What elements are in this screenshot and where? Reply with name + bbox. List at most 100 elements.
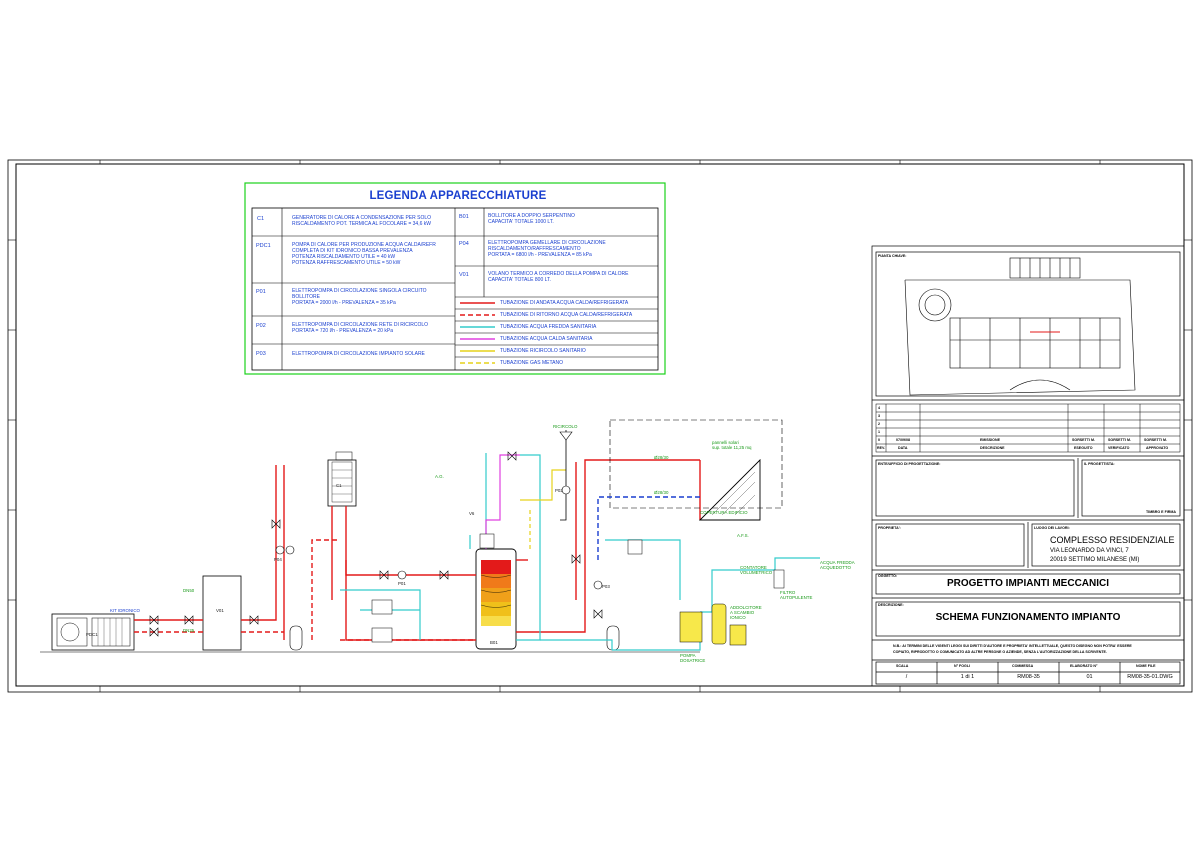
label-p02: P02 (555, 488, 563, 493)
descrizione-value: SCHEMA FUNZIONAMENTO IMPIANTO (935, 612, 1121, 623)
pianta-chiave-label: PIANTA CHIAVE: (878, 254, 907, 258)
rev-header-verificato: VERIFICATO (1108, 446, 1130, 450)
rev-header-eseguito: ESEGUITO (1074, 446, 1093, 450)
footer-elaborato-value: 01 (1086, 674, 1093, 680)
legend-code-p04: P04 (459, 241, 469, 247)
legend-code-pdc1: PDC1 (256, 243, 271, 249)
solar-area (609, 419, 783, 509)
footer-scala-label: SCALA (896, 664, 909, 668)
label-c1: C1 (336, 483, 342, 488)
label-ag: A.G. (435, 474, 444, 479)
legend-title: LEGENDA APPARECCHIATURE (369, 190, 547, 202)
pipe-acqua-calda (485, 454, 520, 549)
rev-row-4: 4 (878, 406, 880, 410)
legend-grid (252, 208, 658, 370)
label-kit: KIT IDRONICO (110, 608, 140, 613)
legend-line-label-andata: TUBAZIONE DI ANDATA ACQUA CALDA/REFRIGER… (500, 300, 629, 306)
legend-line-label-ricircolo: TUBAZIONE RICIRCOLO SANITARIO (500, 348, 586, 354)
legend-code-v01: V01 (459, 272, 469, 278)
label-dn-solar1: Ø28/30 (654, 455, 669, 460)
via: VIA LEONARDO DA VINCI, 7 (1050, 548, 1129, 554)
label-b01: B01 (490, 640, 498, 645)
label-pompa-dosatrice: POMPA DOSATRICE (680, 653, 706, 663)
label-pdc: PDC1 (86, 632, 98, 637)
label-dn2: DN25 (183, 628, 195, 633)
border-ticks (8, 160, 1192, 692)
label-acqua-fredda: ACQUA FREDDA ACQUEDOTTO (820, 560, 855, 570)
rev-header-descrizione: DESCRIZIONE (980, 446, 1005, 450)
descrizione-label: DESCRIZIONE: (878, 603, 904, 607)
valves (149, 451, 603, 637)
legend-line-label-calda: TUBAZIONE ACQUA CALDA SANITARIA (500, 336, 593, 342)
label-v01: V01 (216, 608, 224, 613)
legend-frame (244, 182, 666, 375)
ente-label: ENTE/UFFICIO DI PROGETTAZIONE: (878, 462, 941, 466)
timbro-label: TIMBRO E FIRMA (1146, 510, 1176, 514)
legend-text-p03: ELETTROPOMPA DI CIRCOLAZIONE IMPIANTO SO… (292, 351, 425, 357)
rev-header-data: DATA (898, 446, 908, 450)
pipe-gas (560, 430, 567, 521)
rev0-descrizione: EMISSIONE (980, 438, 1000, 442)
rev0-approvato: SORSETTI M. (1144, 438, 1167, 442)
rev-header-rev: REV. (877, 446, 886, 450)
pump-p04 (275, 545, 295, 555)
rev-row-3: 3 (878, 414, 880, 418)
rev0-data: 07/09/08 (896, 438, 910, 442)
bollitore-b01 (475, 548, 517, 650)
oggetto-value: PROGETTO IMPIANTI MECCANICI (946, 578, 1110, 589)
legend-code-b01: B01 (459, 214, 469, 220)
oggetto-label: OGGETTO: (878, 574, 898, 578)
legend-line-label-ritorno: TUBAZIONE DI RITORNO ACQUA CALDA/REFRIGE… (500, 312, 633, 318)
legend-text-v01: VOLANO TERMICO A CORREDO DELLA POMPA DI … (488, 271, 629, 283)
progettista-label: IL PROGETTISTA: (1084, 462, 1115, 466)
legend-line-label-fredda: TUBAZIONE ACQUA FREDDA SANITARIA (500, 324, 597, 330)
volano-tank (202, 575, 242, 651)
legend-text-b01: BOLLITORE A DOPPIO SERPENTINO CAPACITA' … (488, 213, 575, 225)
legend-code-p03: P03 (256, 351, 266, 357)
label-dn-solar2: Ø28/30 (654, 490, 669, 495)
pipe-solar-return (597, 496, 700, 560)
pdc-unit (51, 613, 135, 651)
label-p04: P04 (274, 557, 282, 562)
label-contatore: CONTATORE VOLUMETRICO (740, 565, 773, 575)
pipe-ricircolo (520, 469, 566, 501)
ricircolo-symbol (559, 431, 573, 441)
legend-text-pdc1: POMPA DI CALORE PER PRODUZIONE ACQUA CAL… (292, 242, 436, 266)
rev-header-approvato: APPROVATO (1146, 446, 1169, 450)
rev0-eseguito: SORSETTI M. (1072, 438, 1095, 442)
legend-line-label-gas: TUBAZIONE GAS METANO (500, 360, 563, 366)
footer-fogli-label: N° FOGLI (954, 664, 971, 668)
label-p03: P03 (602, 584, 610, 589)
footer-elaborato-label: ELABORATO N° (1070, 664, 1098, 668)
expansion-vessel-1 (289, 625, 303, 651)
pump-p02 (561, 485, 571, 495)
proprieta-label: PROPRIETA': (878, 526, 901, 530)
outer-border (7, 159, 1193, 693)
rev-row-0: 0 (878, 438, 880, 442)
expansion-vessel-2 (606, 625, 620, 651)
footer-nome-file-label: NOME FILE (1136, 664, 1156, 668)
footer-scala-value: / (905, 674, 908, 680)
label-dn1: DN50 (183, 588, 195, 593)
pump-p01 (397, 570, 407, 580)
luogo-label: LUOGO DEI LAVORI: (1034, 526, 1070, 530)
legend-text-p02: ELETTROPOMPA DI CIRCOLAZIONE RETE DI RIC… (292, 322, 429, 334)
legend-code-p02: P02 (256, 323, 266, 329)
label-afs: A.F.S. (737, 533, 749, 538)
footer-commessa-value: RM08-35 (1017, 674, 1040, 680)
footer-nome-file-value: RM08-35-01.DWG (1127, 674, 1173, 680)
water-treatment (679, 569, 785, 646)
label-copertura: COPERTURA EDIFICIO (700, 510, 748, 515)
complesso: COMPLESSO RESIDENZIALE (1050, 535, 1175, 545)
label-v6: V6 (469, 511, 475, 516)
boiler-c1 (327, 451, 357, 507)
footer-fogli-value: 1 di 1 (960, 674, 975, 680)
label-pannelli: pannelli solari sup. totale 11,25 mq (712, 440, 752, 450)
rev0-verificato: SORSETTI M. (1108, 438, 1131, 442)
pipe-ritorno (134, 539, 476, 641)
legend-text-p04: ELETTROPOMPA GEMELLARE DI CIRCOLAZIONE R… (488, 240, 606, 258)
label-ricircolo: RICIRCOLO (553, 424, 578, 429)
label-p01: P01 (398, 581, 406, 586)
legend-text-c1: GENERATORE DI CALORE A CONDENSAZIONE PER… (292, 215, 432, 227)
